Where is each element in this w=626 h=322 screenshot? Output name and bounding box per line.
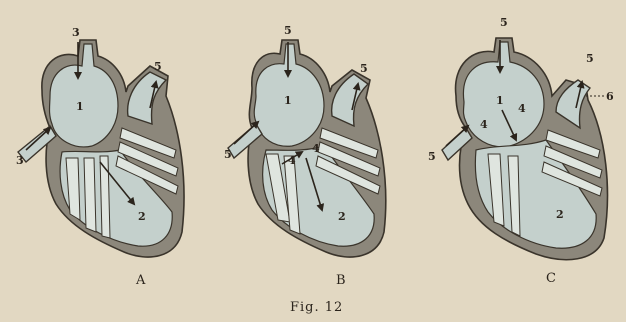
label-c-4: 4 [518, 102, 526, 115]
panel-letter-a: A [135, 273, 146, 288]
panel-letter-b: B [336, 273, 347, 288]
label-b-5: 4 [288, 154, 296, 167]
label-a-4: 5 [154, 60, 162, 73]
label-c-6: 5 [586, 52, 594, 65]
label-b-6: 4 [312, 142, 320, 155]
label-b-3: 5 [224, 148, 232, 161]
label-c-8: 2 [556, 208, 564, 221]
panel-letter-c: C [546, 271, 557, 286]
label-c-1: 5 [500, 16, 508, 29]
figure-caption: Fig. 12 [290, 300, 343, 315]
label-c-5: 5 [428, 150, 436, 163]
label-b-1: 5 [284, 24, 292, 37]
label-a-2: 1 [76, 100, 84, 113]
label-c-2: 1 [496, 94, 504, 107]
label-a-3: 3 [16, 154, 24, 167]
label-c-7: 6 [606, 90, 614, 103]
label-a-5: 2 [138, 210, 146, 223]
label-a-1: 3 [72, 26, 80, 39]
label-b-2: 1 [284, 94, 292, 107]
label-b-7: 2 [338, 210, 346, 223]
label-c-3: 4 [480, 118, 488, 131]
label-b-4: 5 [360, 62, 368, 75]
